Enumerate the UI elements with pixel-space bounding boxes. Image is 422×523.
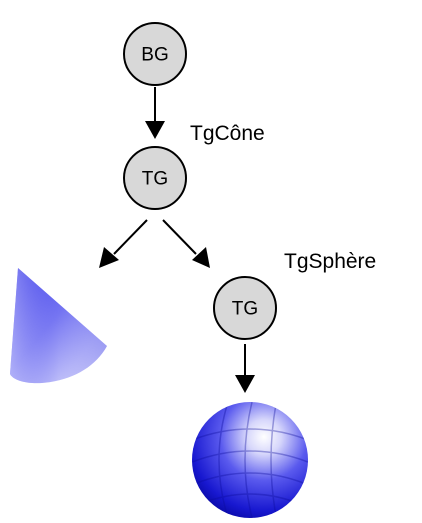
arrowhead-tg-sphere-to-sphere <box>235 375 255 393</box>
node-bg: BG <box>123 22 187 86</box>
arrowhead-tg-to-cone <box>99 247 119 268</box>
node-tg-sphere: TG <box>213 276 277 340</box>
tg-cone-caption: TgCône <box>190 122 265 145</box>
arrowhead-tg-to-tg-sphere <box>192 247 210 268</box>
arrowhead-bg-to-tg <box>145 121 165 139</box>
node-tg-cone: TG <box>123 146 187 210</box>
node-tg-cone-label: TG <box>142 169 168 190</box>
sphere-shape <box>192 402 308 518</box>
edge-tg-to-cone <box>113 219 148 255</box>
tg-sphere-caption: TgSphère <box>284 250 376 273</box>
node-tg-sphere-label: TG <box>232 299 258 320</box>
node-bg-label: BG <box>141 45 168 66</box>
edge-tg-to-tg-sphere <box>162 219 197 255</box>
cone-shape <box>10 268 107 384</box>
